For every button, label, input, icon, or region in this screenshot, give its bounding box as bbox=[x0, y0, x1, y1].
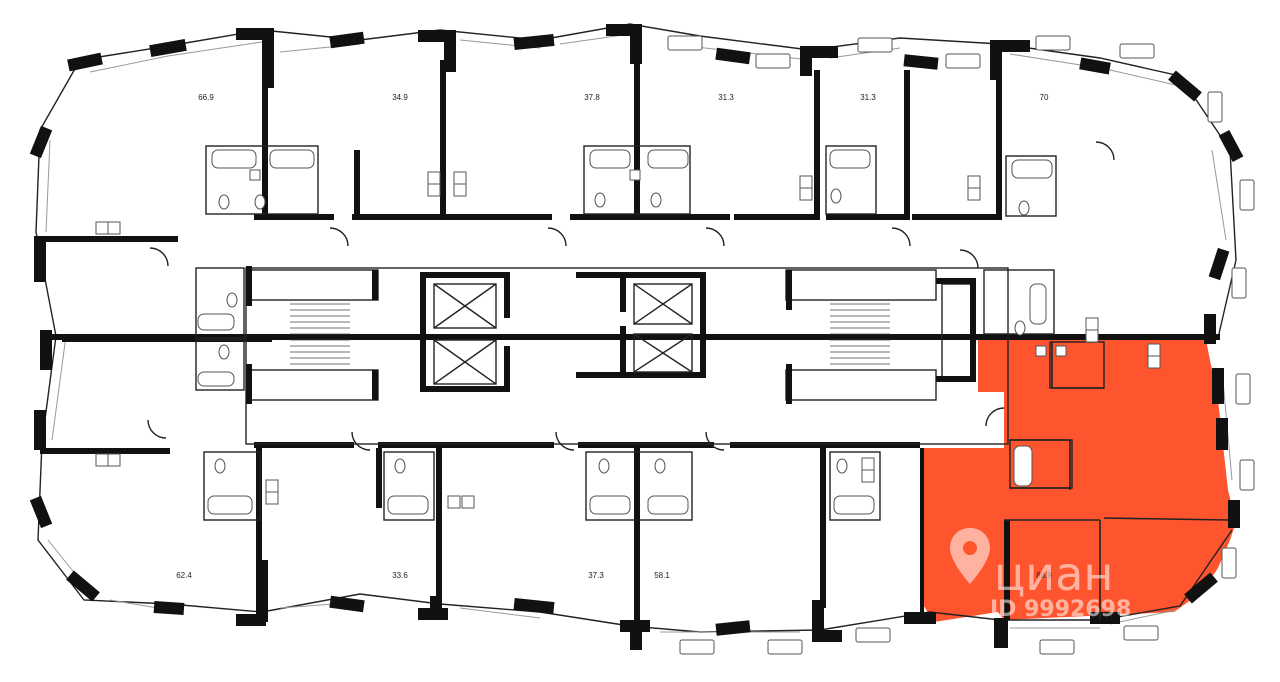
apartment-area-labels: 66.9 34.9 37.8 31.3 31.3 70 62.4 33.6 37… bbox=[176, 93, 1052, 580]
area-label-37-3: 37.3 bbox=[588, 571, 604, 580]
area-label-34-9: 34.9 bbox=[392, 93, 408, 102]
area-label-70: 70 bbox=[1040, 93, 1049, 102]
area-label-58-1: 58.1 bbox=[654, 571, 670, 580]
area-label-88-9: 88.9 bbox=[1036, 571, 1052, 580]
watermark-brand: циан bbox=[994, 547, 1113, 601]
watermark: циан ID 9992698 bbox=[950, 528, 1131, 622]
location-pin-icon bbox=[950, 528, 990, 584]
highlighted-apartment[interactable] bbox=[920, 340, 1236, 622]
area-label-31-3-a: 31.3 bbox=[718, 93, 734, 102]
watermark-id: ID 9992698 bbox=[990, 597, 1131, 622]
area-label-37-8: 37.8 bbox=[584, 93, 600, 102]
area-label-31-3-b: 31.3 bbox=[860, 93, 876, 102]
area-label-66-9: 66.9 bbox=[198, 93, 214, 102]
area-label-33-6: 33.6 bbox=[392, 571, 408, 580]
area-label-62-4: 62.4 bbox=[176, 571, 192, 580]
